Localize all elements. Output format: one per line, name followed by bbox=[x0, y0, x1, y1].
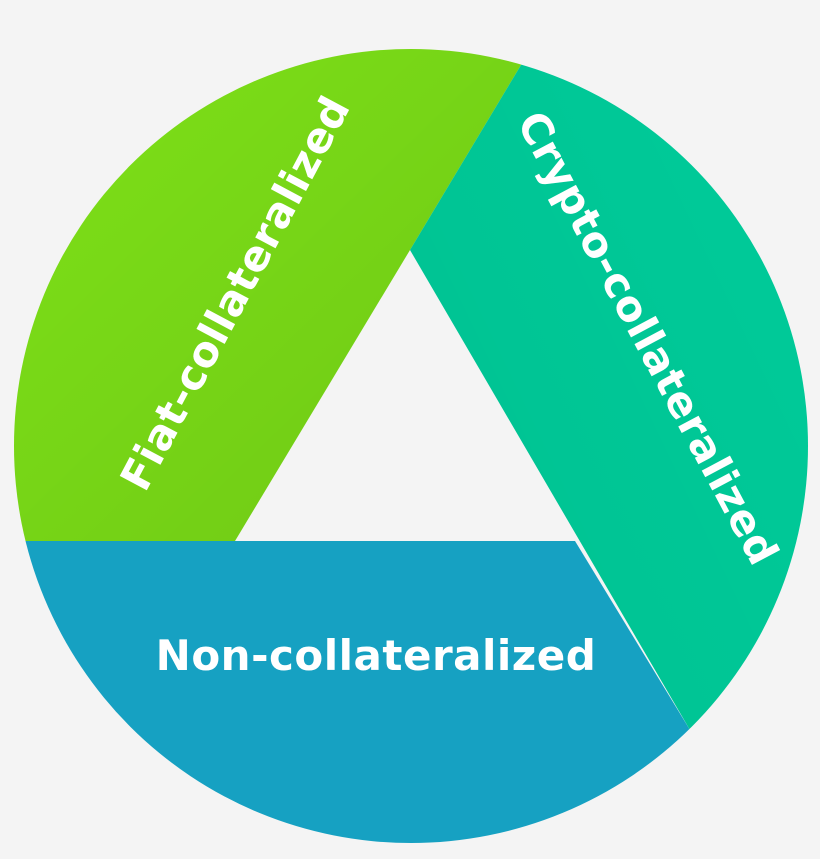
center-triangle bbox=[254, 264, 569, 540]
segment-crypto-shade bbox=[410, 49, 808, 843]
label-non-collateralized: Non-collateralized bbox=[156, 631, 597, 680]
segment-non-collateralized bbox=[14, 541, 690, 843]
